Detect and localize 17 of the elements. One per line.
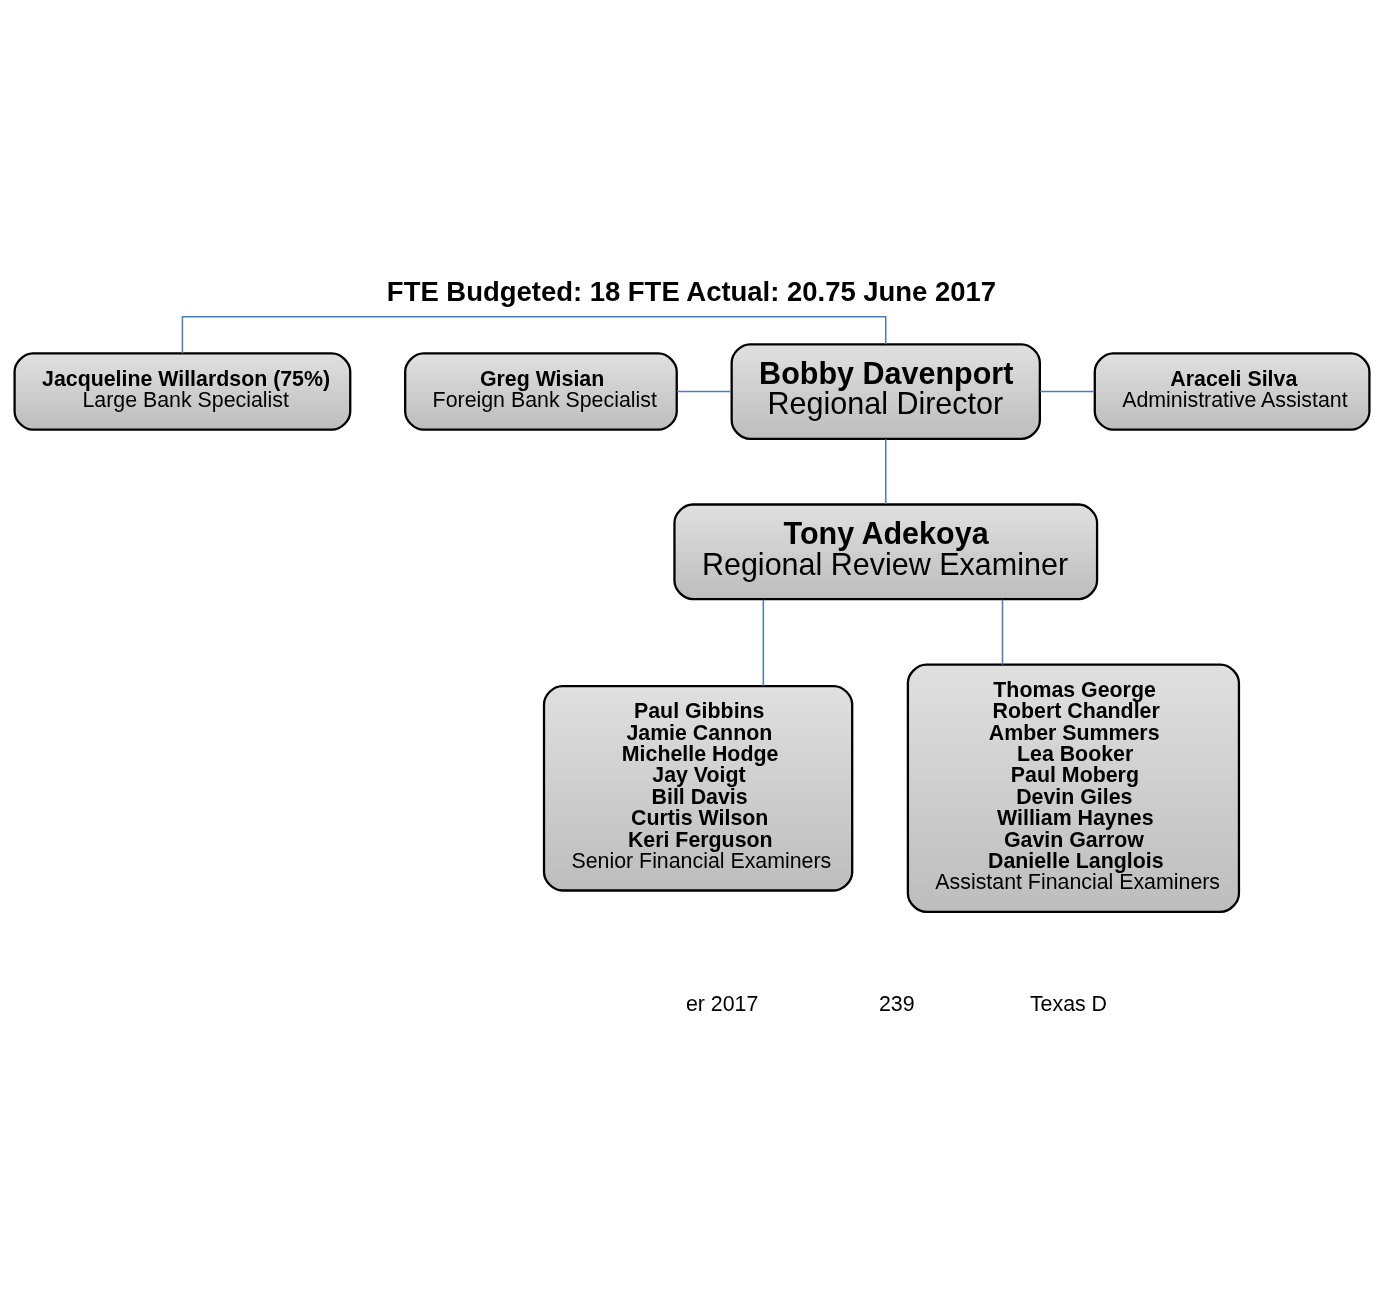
node-box: Jacqueline Willardson (75%) Large Bank Specialist	[13, 351, 352, 431]
label: Texas D	[1029, 991, 1108, 1016]
node-box: Greg Wisian Foreign Bank Specialist	[404, 351, 678, 431]
label: 239	[878, 991, 915, 1016]
connector	[676, 390, 732, 392]
diagram-title: FTE Budgeted: 18 FTE Actual: 20.75 June 2017	[386, 275, 997, 307]
node-box: Tony Adekoya Regional Review Examiner	[673, 502, 1099, 600]
label: er 2017	[685, 991, 759, 1016]
connector	[885, 437, 887, 505]
connector	[1001, 598, 1004, 665]
node-box: Bobby Davenport Regional Director	[730, 342, 1041, 440]
node-box: Araceli Silva Administrative Assistant	[1093, 351, 1371, 431]
node-box: Thomas George Robert Chandler Amber Summers Lea Booker Paul Moberg Devin Giles William Haynes Gavin Garrow Danielle Langlois Assistant Financial Examiners	[906, 663, 1241, 913]
connector	[1039, 390, 1096, 392]
node-box: Paul Gibbins Jamie Cannon Michelle Hodge Jay Voigt Bill Davis Curtis Wilson Keri Ferguson Senior Financial Examiners	[542, 684, 854, 892]
connector	[181, 315, 887, 354]
connector	[762, 598, 765, 687]
